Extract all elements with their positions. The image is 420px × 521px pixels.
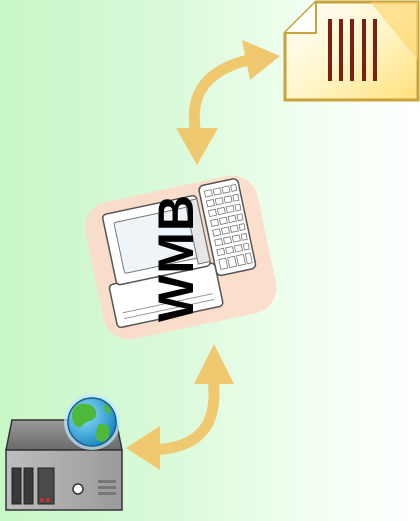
globe-icon: [64, 394, 120, 450]
keyboard-icon: [198, 178, 257, 277]
lower-double-arrow: [126, 344, 234, 470]
server-with-globe-icon: [5, 394, 123, 511]
upper-double-arrow: [176, 40, 280, 165]
barcode-document-icon: [283, 0, 420, 102]
computer-icon: [84, 175, 277, 340]
monitor-icon: [102, 194, 211, 286]
wmb-label: WMB: [148, 194, 204, 322]
